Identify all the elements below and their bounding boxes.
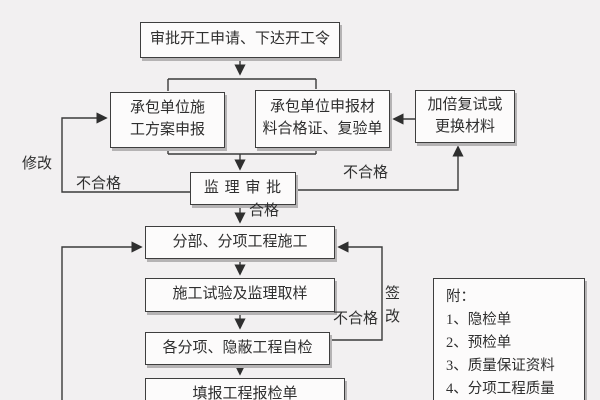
- node-contractor-material-certs: 承包单位申报材 料合格证、复验单: [255, 90, 390, 148]
- attachment-item-pre-check: 2、预检单: [446, 335, 512, 351]
- edge-label-unqualified-bottom: 不合格: [333, 311, 379, 327]
- edge-label-qualified: 合格: [249, 203, 280, 219]
- attachment-title: 附：: [446, 289, 475, 305]
- edge-label-sign-change: 签 改: [385, 286, 401, 325]
- node-subdivision-construction: 分部、分项工程施工: [145, 226, 335, 259]
- node-supervision-approval: 监 理 审 批: [190, 172, 296, 205]
- attachment-item-quality-evaluation: 4、分项工程质量 评定表: [446, 381, 555, 397]
- attachment-item-quality-assurance: 3、质量保证资料: [446, 358, 555, 374]
- node-approve-start-order: 审批开工申请、下达开工令: [140, 22, 340, 58]
- attachment-list-box: 附： 1、隐检单 2、预检单 3、质量保证资料 4、分项工程质量 评定表: [433, 278, 585, 400]
- node-retest-or-replace-materials: 加倍复试或 更换材料: [415, 90, 515, 143]
- node-fill-inspection-report: 填报工程报检单: [145, 378, 345, 400]
- node-contractor-plan-submission: 承包单位施 工方案申报: [110, 92, 225, 148]
- node-concealed-work-self-inspection: 各分项、隐蔽工程自检: [145, 332, 330, 365]
- node-construction-test-sampling: 施工试验及监理取样: [145, 278, 335, 312]
- edge-label-unqualified-left: 不合格: [76, 176, 122, 192]
- edge-label-modify: 修改: [22, 156, 53, 172]
- edge-label-unqualified-right: 不合格: [343, 165, 389, 181]
- attachment-item-hidden-check: 1、隐检单: [446, 312, 512, 328]
